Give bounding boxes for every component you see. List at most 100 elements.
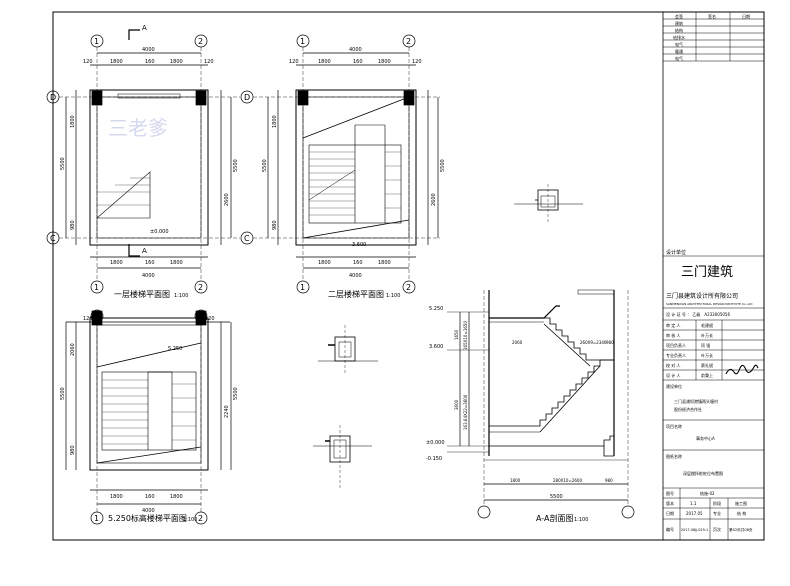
stage-label: 阶段 <box>713 500 721 506</box>
role: 设 计 人 <box>666 372 681 378</box>
people-table: 审 定 人 毛建斌 审 核 人 叶万长 项目负责人 项 强 专业负责人 叶万长 … <box>663 320 764 381</box>
plan-1-scale: 1:100 <box>174 293 188 299</box>
section-dim: 5500 <box>550 494 563 500</box>
dim-seg: 1800 <box>318 260 331 266</box>
rev-header: 签名 <box>708 13 716 19</box>
dim-total-height: 5500 <box>440 159 446 172</box>
discipline: 结 构 <box>737 510 746 516</box>
dim-seg: 1800 <box>318 59 331 65</box>
watermark: 三老爹 <box>108 116 168 140</box>
plan-2: 1 2 1 2 D C 4000 1800 160 1800 120 120 4… <box>240 34 446 294</box>
date-label: 日期 <box>666 510 674 516</box>
axis-label: 1 <box>94 514 99 523</box>
dim-seg: 160 <box>145 494 155 500</box>
dim-seg: 1800 <box>110 494 123 500</box>
axis-label: C <box>50 234 56 243</box>
dim-seg: 980 <box>272 220 278 230</box>
dim-total-height: 5500 <box>233 387 239 400</box>
rev-row: 电气 <box>675 55 683 61</box>
dim-seg: 160 <box>353 260 363 266</box>
dim-seg: 160 <box>353 59 363 65</box>
axis-label: 1 <box>94 37 99 46</box>
dim-seg: 1800 <box>272 115 278 128</box>
cert: 设 计 证 号 ： 乙级 A233005056 <box>666 311 730 317</box>
axis-label: 2 <box>198 283 203 292</box>
role: 审 核 人 <box>666 332 681 338</box>
dim-total-width: 4000 <box>349 47 362 53</box>
client-line: 股份经济合作社 <box>674 406 702 412</box>
dim-seg: 1800 <box>170 260 183 266</box>
section-dim: 980 <box>606 340 614 345</box>
axis-label: 2 <box>406 37 411 46</box>
drawing-no-label: 图号 <box>666 490 674 496</box>
drawing-name: 深层搅拌桩桩位布置图 <box>683 470 723 476</box>
dim-seg: 1800 <box>378 260 391 266</box>
axis-label: 2 <box>198 37 203 46</box>
person: 叶万长 <box>701 352 713 358</box>
dim-total-height: 5500 <box>262 159 268 172</box>
person: 叶万长 <box>701 332 713 338</box>
rev-row: 结构 <box>675 27 683 33</box>
client-label: 建设单位 <box>666 383 682 389</box>
role: 专业负责人 <box>666 352 686 358</box>
dim-seg: 980 <box>70 220 76 230</box>
axis-label: 1 <box>94 283 99 292</box>
project-name: 事务中心A <box>696 435 715 441</box>
level-mark: 3.600 <box>352 242 366 248</box>
version-label: 版本 <box>666 500 674 506</box>
rev-row: 给排水 <box>673 34 685 40</box>
axis-label: D <box>244 93 250 102</box>
dim-total-height: 5500 <box>233 159 239 172</box>
section-level: -0.150 <box>426 456 442 462</box>
dim-total-width: 4000 <box>142 47 155 53</box>
dim-seg: 980 <box>70 445 76 455</box>
rev-row: 建筑 <box>675 20 683 26</box>
firm-name: 三门县建筑设计所有限公司 <box>666 292 738 300</box>
page-label: 页次 <box>713 526 721 532</box>
section-dim: 2060 <box>512 340 523 345</box>
section-title: A-A剖面图 <box>536 513 573 523</box>
dim-seg: 1800 <box>378 59 391 65</box>
person: 项 强 <box>701 342 710 348</box>
title-block: 会签 签名 日期 建筑 结构 给排水 电气 暖通 电气 设计单位 三门建筑 三门… <box>662 12 764 540</box>
dim-edge: 120 <box>412 59 422 65</box>
dim-edge: 120 <box>205 316 215 322</box>
rev-header: 日期 <box>742 13 750 19</box>
dim-seg: 160 <box>145 260 155 266</box>
plan-1-title: 一层楼梯平面图 <box>114 289 170 299</box>
role: 项目负责人 <box>666 342 686 348</box>
dim-edge: 120 <box>204 59 214 65</box>
section-mark: A <box>142 247 147 255</box>
drawing-no: 结施-02 <box>700 490 715 496</box>
firm-name-en: SANMENXIAN ARCHITECTURAL DESIGN INSTITUT… <box>666 302 752 306</box>
section-a-a: 5.250 3.600 ±0.000 -0.150 1650 3600 165X… <box>426 289 635 519</box>
axis-label: 1 <box>300 37 305 46</box>
dim-seg: 160 <box>145 59 155 65</box>
level-mark: 5.250 <box>168 346 182 352</box>
section-scale: 1:100 <box>574 517 588 523</box>
section-dim: 1650 <box>454 329 459 340</box>
section-level: 3.600 <box>429 344 443 350</box>
section-mark: A <box>142 24 147 32</box>
axis-label: 1 <box>300 283 305 292</box>
code: 2017-08JJ-029-1 <box>681 528 708 532</box>
section-dim: 260X9=2340 <box>580 340 607 345</box>
dim-seg: 1800 <box>170 59 183 65</box>
section-dim: 1800 <box>510 478 521 483</box>
role: 审 定 人 <box>666 322 681 328</box>
dim-total-width: 4000 <box>142 508 155 514</box>
dim-seg: 1800 <box>110 260 123 266</box>
plan-1: 1 2 1 2 D C 4000 1800 160 1800 120 120 4… <box>46 24 240 294</box>
rev-header: 会签 <box>675 13 683 19</box>
firm-logo: 三门建筑 <box>681 264 733 280</box>
dim-total-height: 5500 <box>60 387 66 400</box>
plan-2-scale: 1:100 <box>386 293 400 299</box>
rev-row: 暖通 <box>675 48 683 54</box>
dim-seg: 1800 <box>170 494 183 500</box>
section-dim: 165X10=1650 <box>463 321 468 350</box>
dim-run: 2600 <box>431 193 437 206</box>
axis-label: D <box>50 93 56 102</box>
section-dim: 163.64X22=3600 <box>463 394 468 430</box>
plan-2-title: 二层楼梯平面图 <box>328 289 384 299</box>
dim-total-width: 4000 <box>142 273 155 279</box>
